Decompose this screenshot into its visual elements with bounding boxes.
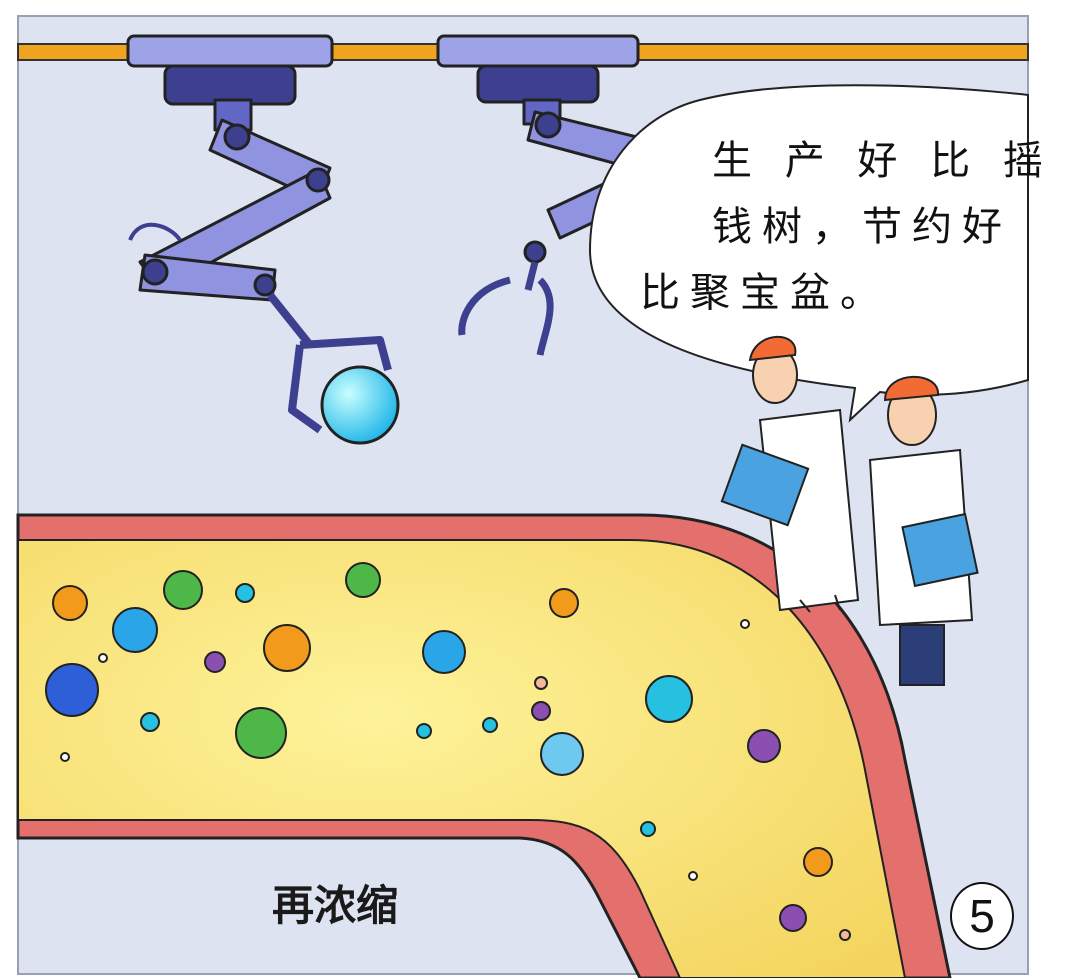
caption: 再浓缩 bbox=[272, 881, 399, 930]
panel-number-badge: 5 bbox=[950, 882, 1014, 950]
robot-arm-left bbox=[126, 34, 392, 434]
speech-bubble bbox=[588, 84, 1029, 423]
speech-bubble-line-1: 生 产 好 比 摇 bbox=[712, 138, 1053, 184]
particles bbox=[45, 562, 851, 941]
pipe bbox=[16, 513, 952, 978]
worker-right bbox=[868, 375, 979, 686]
worker-left bbox=[720, 335, 860, 613]
blue-ball bbox=[320, 365, 400, 445]
speech-bubble-line-2: 钱树，节约好 bbox=[712, 204, 1012, 250]
speech-bubble-line-3: 比聚宝盆。 bbox=[640, 270, 890, 316]
